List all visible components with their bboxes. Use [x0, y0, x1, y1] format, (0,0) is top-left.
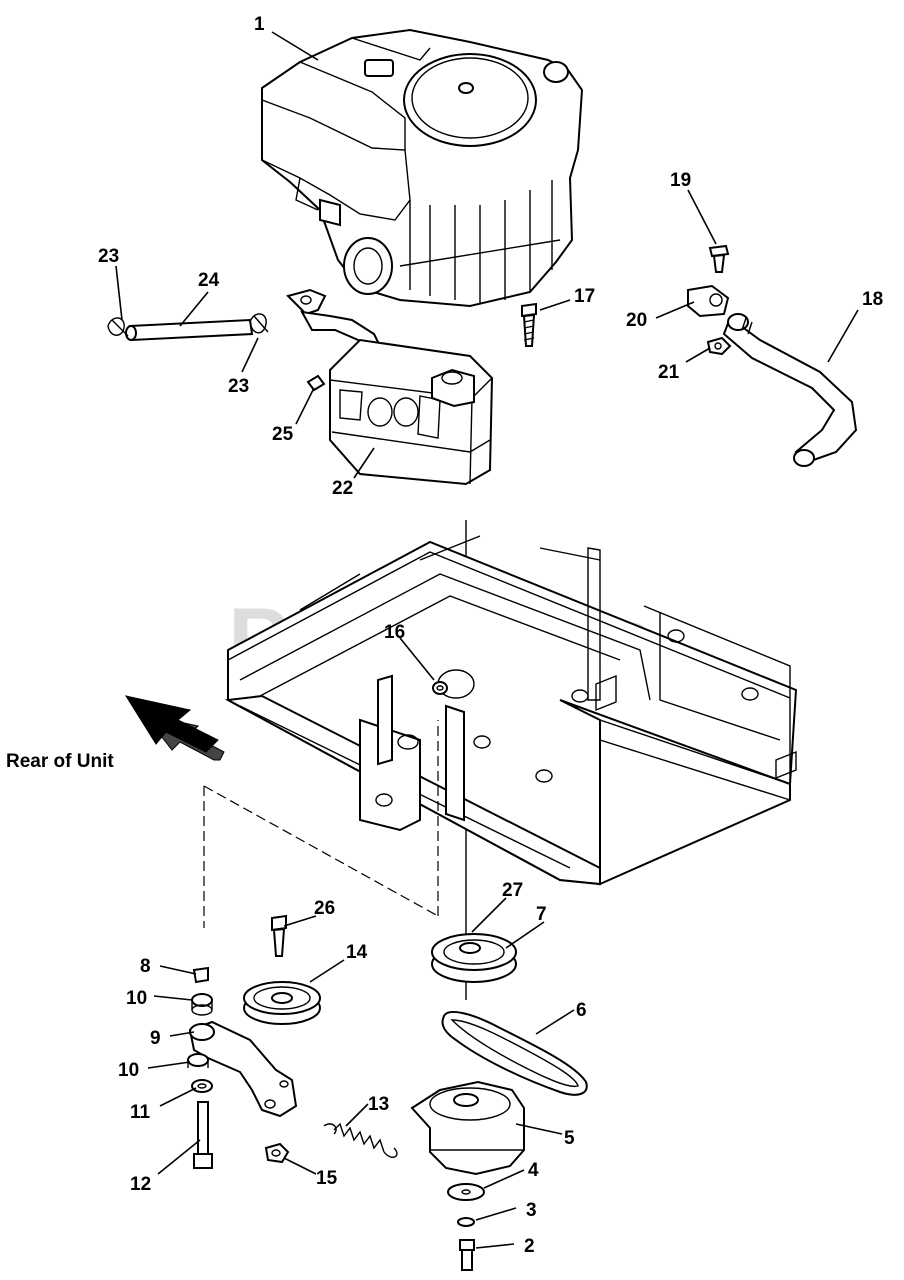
- callout-17: 17: [574, 286, 595, 307]
- nut-16-part[interactable]: [432, 681, 448, 695]
- chassis-frame: [224, 520, 798, 1000]
- callout-25: 25: [272, 424, 294, 445]
- callout-11: 11: [130, 1102, 151, 1123]
- bolt-17-part[interactable]: [521, 302, 537, 347]
- bolt-8-part[interactable]: [192, 966, 209, 984]
- callout-22: 22: [332, 478, 353, 499]
- callout-9: 9: [150, 1028, 161, 1049]
- bolt-19-part[interactable]: [708, 244, 730, 273]
- clamp-20-part[interactable]: [687, 284, 730, 318]
- washer-4-part[interactable]: [447, 1183, 485, 1201]
- callout-18: 18: [862, 289, 883, 310]
- rear-direction-arrow-icon: [124, 695, 225, 761]
- callout-10-bottom: 10: [118, 1060, 139, 1081]
- idler-pulley-part[interactable]: [243, 981, 321, 1025]
- exhaust-clip-part[interactable]: [306, 374, 326, 392]
- fuel-hose-part[interactable]: [722, 313, 858, 467]
- bushing-10-bottom[interactable]: [187, 1053, 209, 1068]
- bushing-10-top[interactable]: [191, 993, 213, 1016]
- rod-part[interactable]: [125, 318, 254, 342]
- spring-13-part[interactable]: [323, 1122, 398, 1158]
- muffler-part[interactable]: [286, 288, 494, 486]
- callout-labels: 1 19 17 18 20 21 23 24 23 25 22 16 27 7 …: [98, 14, 883, 1257]
- nut-21-part[interactable]: [706, 336, 732, 356]
- callout-2: 2: [524, 1236, 535, 1257]
- hair-pin-clip-right[interactable]: [249, 313, 269, 334]
- bolt-2-part[interactable]: [459, 1239, 475, 1271]
- callout-10-top: 10: [126, 988, 147, 1009]
- callout-27: 27: [502, 880, 523, 901]
- callout-4: 4: [528, 1160, 539, 1181]
- callout-1: 1: [254, 14, 265, 35]
- engine-part[interactable]: [261, 28, 584, 308]
- engine-pulley-part[interactable]: [431, 933, 517, 983]
- hair-pin-clip-left[interactable]: [107, 317, 129, 337]
- drive-belt-part[interactable]: [441, 1011, 588, 1096]
- callout-13: 13: [368, 1094, 389, 1115]
- callout-26: 26: [314, 898, 335, 919]
- nut-15-part[interactable]: [264, 1142, 290, 1164]
- callout-5: 5: [564, 1128, 575, 1149]
- callout-23-left: 23: [98, 246, 119, 267]
- callout-14: 14: [346, 942, 368, 963]
- callout-23-right: 23: [228, 376, 249, 397]
- callout-21: 21: [658, 362, 680, 383]
- rear-of-unit-label: Rear of Unit: [6, 751, 114, 772]
- callout-15: 15: [316, 1168, 338, 1189]
- callout-12: 12: [130, 1174, 151, 1195]
- callout-16: 16: [384, 622, 405, 643]
- pto-clutch-part[interactable]: [410, 1080, 525, 1176]
- bolt-26-part[interactable]: [271, 914, 287, 957]
- callout-24: 24: [198, 270, 220, 291]
- callout-3: 3: [526, 1200, 537, 1221]
- lock-washer-3-part[interactable]: [457, 1217, 475, 1227]
- leader-lines: [115, 31, 859, 1249]
- washer-11-part[interactable]: [191, 1079, 213, 1093]
- callout-7: 7: [536, 904, 547, 925]
- callout-6: 6: [576, 1000, 587, 1021]
- alignment-lines: [203, 720, 439, 928]
- callout-19: 19: [670, 170, 691, 191]
- callout-20: 20: [626, 310, 647, 331]
- bolt-12-part[interactable]: [193, 1101, 213, 1169]
- callout-8: 8: [140, 956, 151, 977]
